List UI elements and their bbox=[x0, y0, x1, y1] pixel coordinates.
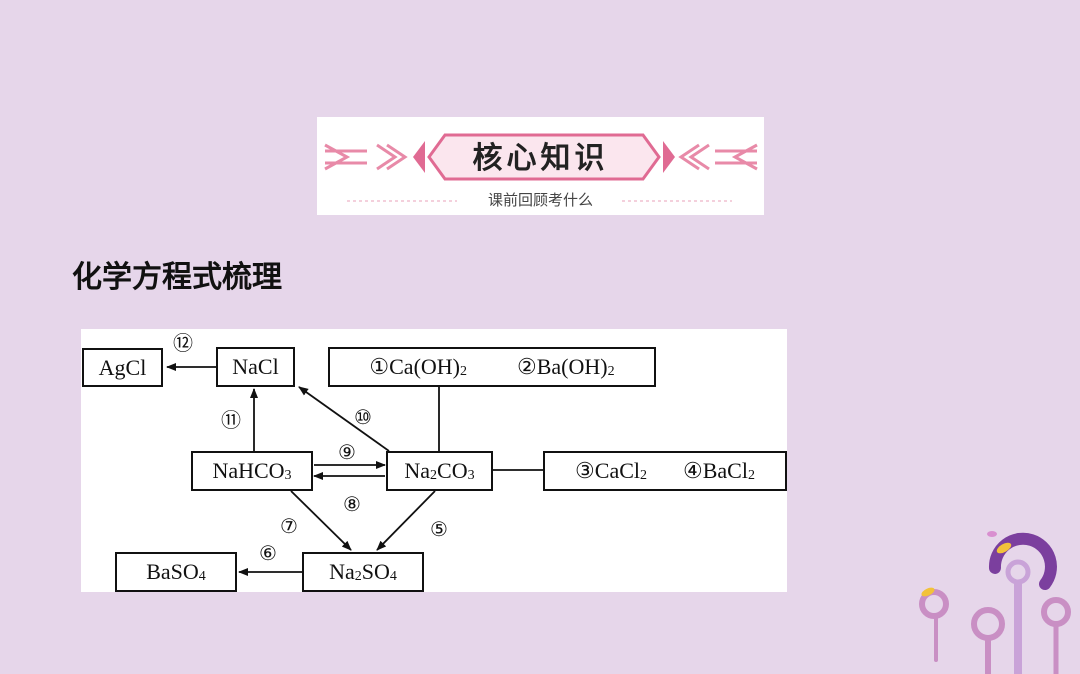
na2so4-p1: Na bbox=[329, 559, 355, 584]
title-banner: 核心知识 课前回顾考什么 bbox=[317, 117, 764, 215]
reaction-8: ⑧ bbox=[343, 492, 361, 516]
salt-cacl2-sub: 2 bbox=[640, 468, 647, 483]
base-caoh2: ①Ca(OH) bbox=[369, 354, 460, 379]
arrow-7 bbox=[290, 490, 352, 551]
reaction-11: ⑪ bbox=[221, 408, 241, 432]
node-nacl-label: NaCl bbox=[232, 354, 279, 379]
base-baoh2: ②Ba(OH) bbox=[517, 354, 608, 379]
na2co3-p1: Na bbox=[404, 458, 431, 483]
salt-bacl2: ④BaCl bbox=[683, 458, 748, 483]
na2so4-p2: SO bbox=[361, 559, 390, 584]
node-agcl: AgCl bbox=[82, 348, 163, 387]
reaction-7: ⑦ bbox=[280, 514, 298, 538]
node-bases: ①Ca(OH)2 ②Ba(OH)2 bbox=[328, 347, 656, 387]
reaction-12: ⑫ bbox=[173, 331, 193, 355]
reaction-5: ⑤ bbox=[430, 517, 448, 541]
nahco3-main: NaHCO bbox=[212, 458, 285, 483]
flower-decoration-icon bbox=[919, 531, 1071, 674]
salt-cacl2: ③CaCl bbox=[575, 458, 640, 483]
salt-bacl2-sub: 2 bbox=[747, 468, 755, 483]
arrow-10 bbox=[298, 386, 390, 452]
reaction-arrows bbox=[166, 363, 543, 576]
na2so4-s2: 4 bbox=[389, 569, 397, 584]
banner-subtitle: 课前回顾考什么 bbox=[487, 191, 593, 209]
base-caoh2-sub: 2 bbox=[460, 364, 467, 379]
nahco3-sub: 3 bbox=[284, 468, 292, 483]
na2co3-p2: CO bbox=[437, 458, 468, 483]
banner-title: 核心知识 bbox=[472, 141, 609, 176]
banner-decoration bbox=[324, 133, 758, 202]
reaction-6: ⑥ bbox=[259, 541, 277, 565]
na2co3-s2: 3 bbox=[467, 468, 475, 483]
na2co3-s1: 2 bbox=[430, 468, 438, 483]
node-agcl-label: AgCl bbox=[98, 354, 147, 380]
baso4-main: BaSO bbox=[146, 559, 199, 584]
reaction-10: ⑩ bbox=[354, 405, 372, 429]
na2so4-s1: 2 bbox=[354, 569, 362, 584]
baso4-sub: 4 bbox=[198, 569, 206, 584]
section-title: 化学方程式梳理 bbox=[72, 260, 282, 295]
arrow-5 bbox=[376, 490, 436, 551]
node-nacl: NaCl bbox=[216, 347, 295, 387]
reaction-9: ⑨ bbox=[338, 440, 356, 464]
base-baoh2-sub: 2 bbox=[607, 364, 615, 379]
